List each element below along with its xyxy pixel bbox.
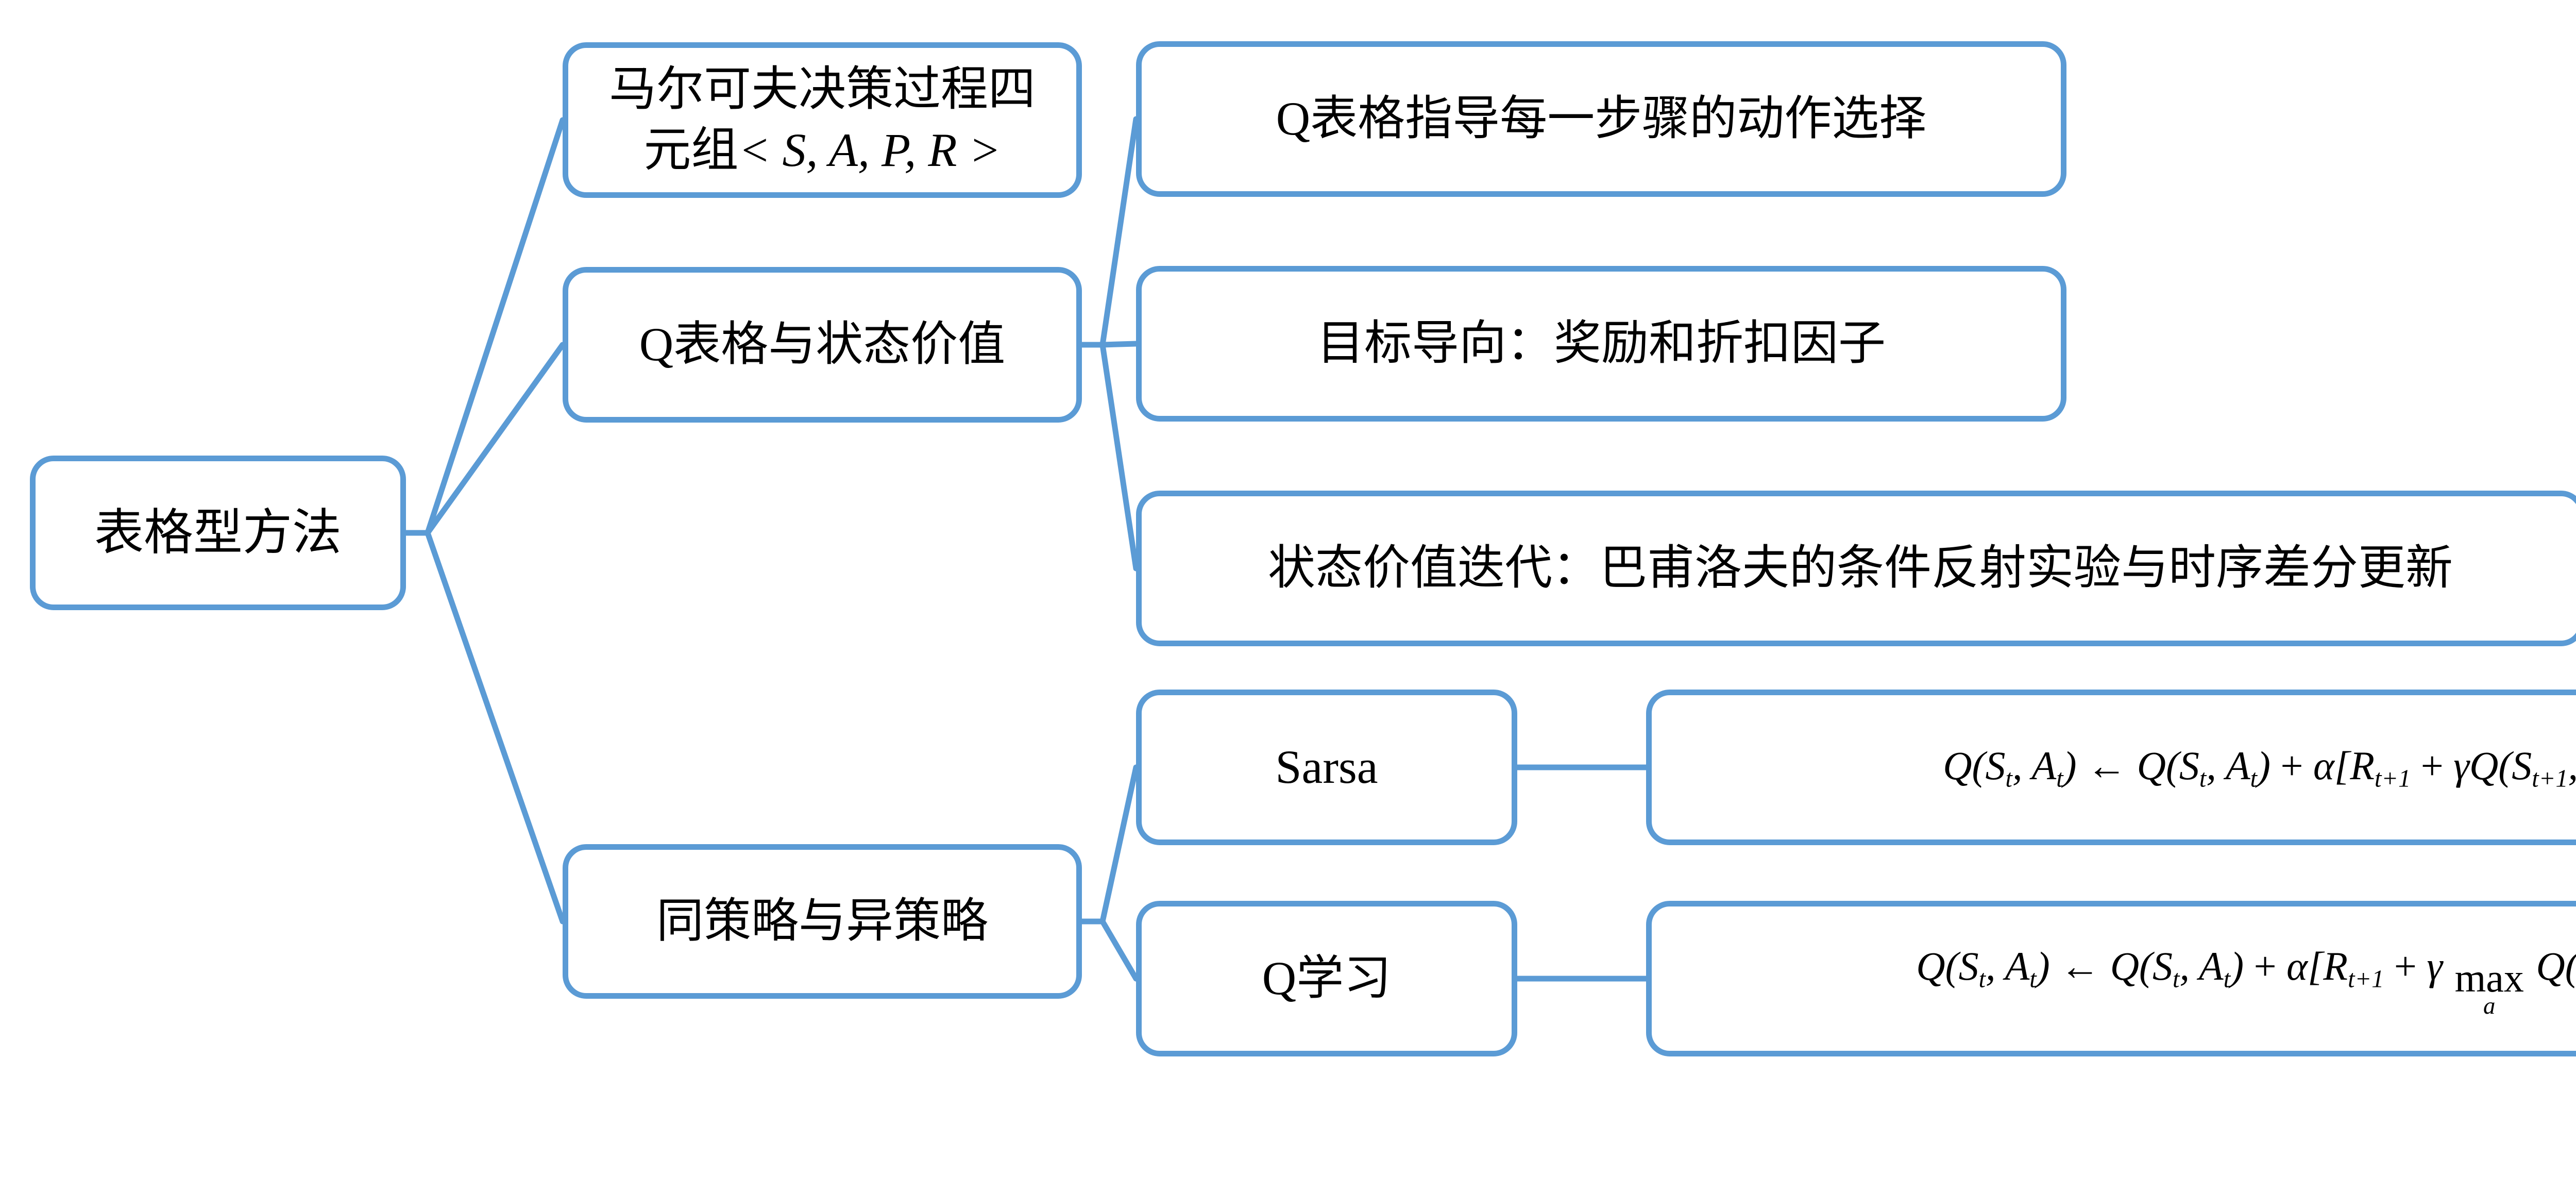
node-qguide-label: Q表格指导每一步骤的动作选择 [1276,92,1927,145]
node-q-learning[interactable]: Q学习 [1136,901,1517,1056]
node-q-table-guides-action[interactable]: Q表格指导每一步骤的动作选择 [1136,41,2066,197]
node-policy-label: 同策略与异策略 [656,895,988,948]
connector-root-to-mdp [425,117,566,536]
connector-policy-to-sarsa [1099,764,1139,925]
connector-root-to-policy [425,530,566,925]
node-reward-label: 目标导向：奖励和折扣因子 [1316,317,1886,370]
node-policy[interactable]: 同策略与异策略 [563,844,1082,999]
node-state-value-iteration[interactable]: 状态价值迭代：巴甫洛夫的条件反射实验与时序差分更新 [1136,491,2576,646]
connector-root-to-qtable [425,342,566,536]
node-root-label: 表格型方法 [94,505,342,560]
connector-qtable-to-reward [1099,341,1139,348]
connector-qtable-to-value [1099,342,1139,572]
node-sarsa-formula[interactable]: Q(St, At) ← Q(St, At) + α[Rt+1 + γQ(St+1… [1646,690,2576,845]
node-sarsa-label: Sarsa [1275,741,1378,794]
node-mdp-label: 马尔可夫决策过程四元组< S, A, P, R > [608,63,1036,176]
node-qlearn-label: Q学习 [1262,952,1392,1005]
connector-qtable-to-qguide [1099,116,1139,348]
node-sarsa[interactable]: Sarsa [1136,690,1517,845]
node-value-label: 状态价值迭代：巴甫洛夫的条件反射实验与时序差分更新 [1267,542,2453,595]
node-qtable[interactable]: Q表格与状态价值 [563,267,1082,423]
connector-policy-to-qlearn [1099,918,1139,982]
node-reward-and-discount[interactable]: 目标导向：奖励和折扣因子 [1136,266,2066,422]
sarsa-formula-expression: Q(St, At) ← Q(St, At) + α[Rt+1 + γQ(St+1… [1943,743,2576,793]
node-qtable-label: Q表格与状态价值 [639,318,1006,371]
node-root[interactable]: 表格型方法 [30,456,406,610]
node-mdp[interactable]: 马尔可夫决策过程四元组< S, A, P, R > [563,42,1082,198]
